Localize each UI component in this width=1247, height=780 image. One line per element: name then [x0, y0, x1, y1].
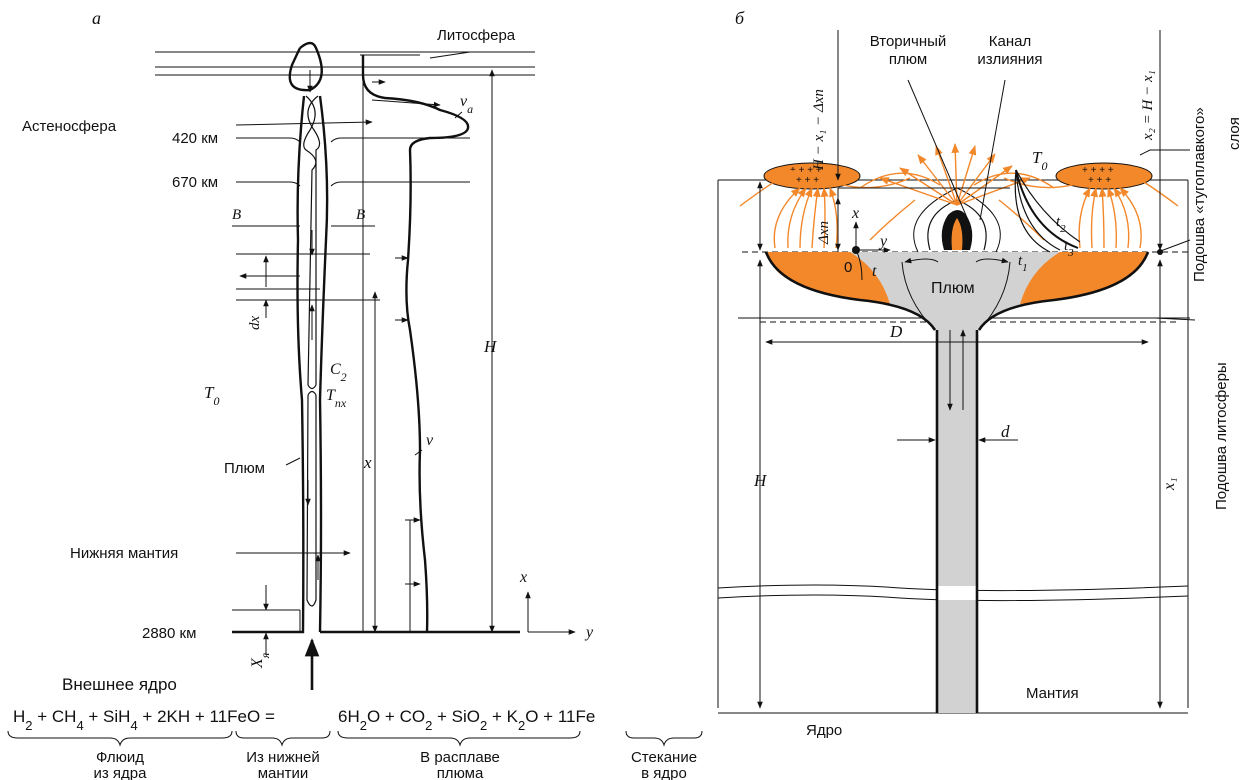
label-dx: dx [247, 316, 263, 331]
reaction-left-side: H2 + CH4 + SiH4 + 2KH + 11FeO = [13, 707, 275, 733]
group-melt-line1: В расплаве [420, 749, 500, 766]
reaction: Внешнее ядро H2 + CH4 + SiH4 + 2KH + 11F… [7, 675, 703, 780]
label-d-small: d [1001, 422, 1010, 441]
label-h: H [483, 337, 498, 356]
group-lower-mantle-line1: Из нижней [246, 749, 320, 766]
label-b-t0: T0 [1032, 148, 1047, 173]
label-mantle: Мантия [1026, 685, 1079, 702]
label-b-right: B [356, 207, 365, 223]
label-t0: T0 [204, 383, 219, 408]
label-t3: t3 [1064, 238, 1074, 259]
group-fluid-line1: Флюид [96, 749, 144, 766]
svg-text:+ + + +: + + + + [1082, 165, 1114, 176]
reaction-outer-core: Внешнее ядро [62, 675, 177, 694]
label-t1: t1 [1018, 253, 1028, 274]
label-d-big: D [889, 322, 903, 341]
label-c2: C2 [330, 361, 347, 384]
panel-a: а [92, 8, 576, 690]
label-h-minus: H − x₁ − Δxп [811, 89, 827, 171]
group-drain-line2: в ядро [641, 765, 687, 780]
label-secondary-plume-1: Вторичный [870, 33, 947, 50]
label-b-x: x [851, 205, 859, 222]
label-asthenosphere: Астеносфера [22, 118, 117, 135]
label-va: va [460, 93, 473, 116]
label-channel-2: излияния [977, 51, 1042, 68]
panel-b: б [717, 8, 1196, 714]
label-v: v [426, 432, 434, 449]
orange-left-wing [766, 252, 890, 304]
label-axis-y: y [584, 624, 594, 641]
reaction-braces [7, 730, 703, 747]
label-refractory-1: Подошва «тугоплавкого» [1191, 107, 1208, 282]
label-core: Ядро [806, 722, 842, 739]
svg-text:+ + + +: + + + + [790, 165, 822, 176]
label-lower-mantle: Нижняя мантия [70, 545, 178, 562]
label-b-h: H [753, 471, 768, 490]
group-lower-mantle-line2: мантии [258, 765, 309, 780]
label-dxp: Δxп [816, 221, 832, 245]
orange-right-wing [1020, 252, 1148, 304]
label-lithosphere: Литосфера [437, 27, 516, 44]
label-plume-b: Плюм [931, 280, 975, 297]
label-depth-670: 670 км [172, 174, 218, 191]
group-drain-line1: Стекание [631, 749, 697, 766]
panel-a-letter: а [92, 8, 101, 28]
label-b-y: y [878, 233, 888, 250]
panel-b-letter: б [735, 8, 745, 28]
label-b-left: B [232, 207, 241, 223]
label-refractory-2: слоя [1226, 117, 1243, 150]
label-depth-420: 420 км [172, 130, 218, 147]
reaction-right-side: 6H2O + CO2 + SiO2 + K2O + 11Fe [338, 707, 595, 733]
label-xya: Xя [249, 652, 272, 669]
label-zero: 0 [844, 259, 852, 276]
label-plume-a: Плюм [224, 460, 265, 477]
label-t2: t2 [1056, 214, 1066, 235]
label-x1: x₁ [1161, 477, 1178, 491]
panel-b-labels: Вторичный плюм Канал излияния T0 t2 t3 t… [753, 33, 1243, 739]
svg-text:+ + +: + + + [796, 175, 819, 186]
label-lithosphere-base: Подошва литосферы [1213, 362, 1230, 510]
label-axis-x: x [519, 569, 527, 586]
label-tpx: Tпх [326, 387, 347, 410]
label-depth-2880: 2880 км [142, 625, 196, 642]
svg-text:+ + +: + + + [1088, 175, 1111, 186]
plume-column [937, 330, 977, 713]
group-fluid-line2: из ядра [94, 765, 148, 780]
label-channel-1: Канал [989, 33, 1031, 50]
label-secondary-plume-2: плюм [889, 51, 927, 68]
group-melt-line2: плюма [437, 765, 484, 780]
label-x2-eq: x₂ = H − x₁ [1140, 70, 1156, 141]
label-x: x [363, 453, 372, 472]
panel-a-labels: Литосфера Астеносфера 420 км 670 км B B … [22, 27, 594, 669]
label-b-t: t [872, 263, 877, 280]
